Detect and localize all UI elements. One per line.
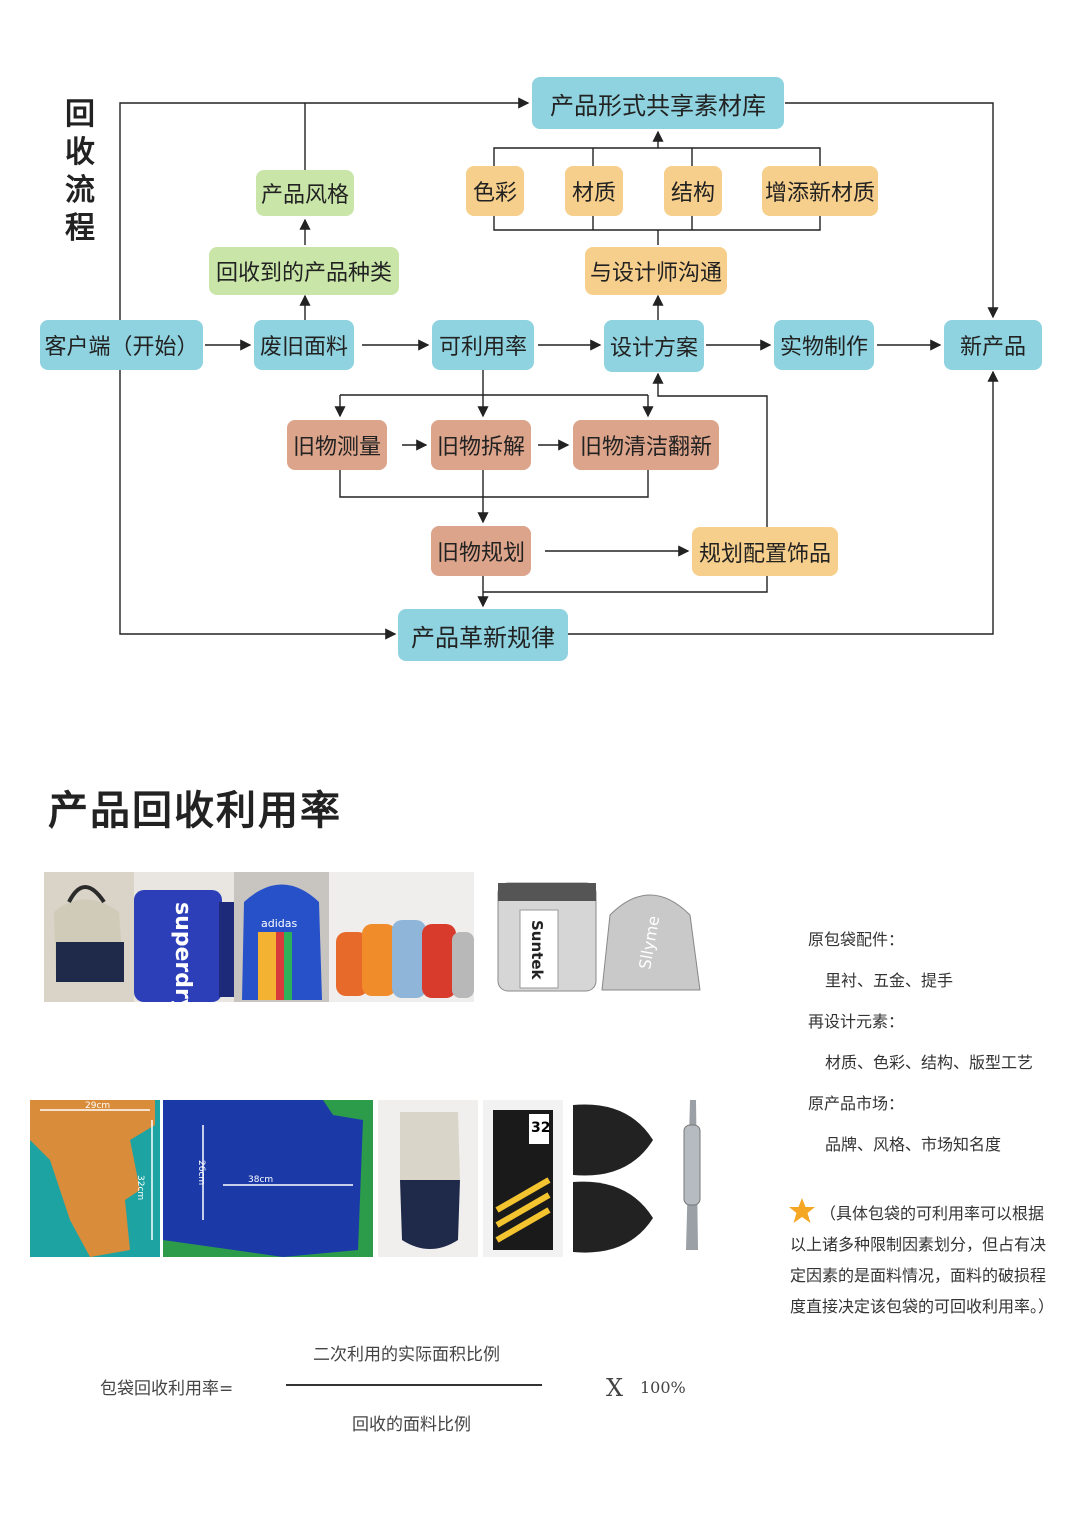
node-accessories: 规划配置饰品 [692, 527, 838, 576]
lining-illustration [400, 1112, 460, 1249]
node-style: 产品风格 [256, 170, 354, 216]
node-add-material: 增添新材质 [762, 166, 878, 216]
formula-percent: 100% [640, 1378, 686, 1397]
node-library: 产品形式共享素材库 [532, 77, 784, 129]
info-label-market: 原产品市场： [808, 1094, 905, 1113]
lining-photo [378, 1100, 478, 1257]
suntek-logo: Suntek [528, 920, 546, 981]
node-material: 材质 [565, 166, 623, 216]
flow-connectors [119, 97, 999, 640]
node-measure: 旧物测量 [287, 420, 387, 470]
info-value-redesign: 材质、色彩、结构、版型工艺 [825, 1053, 1034, 1072]
adidas-logo: adidas [261, 917, 298, 930]
used-bags-photo: superdry. adidas [44, 872, 474, 1002]
multiply-sign: X [606, 1374, 624, 1402]
vertical-title: 回 收 流 程 [62, 96, 98, 248]
note-text: （具体包袋的可利用率可以根据以上诸多种限制因素划分，但占有决定因素的是面料情况，… [790, 1204, 1055, 1316]
node-color: 色彩 [466, 166, 524, 216]
fabric-measure-photo-1: 29cm 32cm [30, 1100, 160, 1257]
title-char: 回 [65, 97, 95, 132]
node-renew-rule: 产品革新规律 [398, 609, 568, 661]
fabric-blue-illustration: 26cm 38cm [163, 1100, 363, 1257]
section-title: 产品回收利用率 [48, 788, 342, 834]
title-char: 收 [65, 135, 95, 170]
info-value-market: 品牌、风格、市场知名度 [825, 1135, 1002, 1154]
node-disassemble: 旧物拆解 [431, 420, 531, 470]
patch-number: 32 [531, 1120, 550, 1136]
formula-label: 包袋回收利用率= [100, 1379, 234, 1399]
fabric-orange-illustration: 29cm 32cm [30, 1100, 155, 1257]
strap-photo [672, 1095, 712, 1257]
info-value-accessories: 里衬、五金、提手 [825, 971, 954, 990]
star-icon [789, 1198, 815, 1223]
node-utilization: 可利用率 [432, 320, 534, 370]
dim-26: 26cm [196, 1160, 206, 1185]
info-label-accessories: 原包袋配件： [808, 930, 905, 949]
info-label-redesign: 再设计元素： [808, 1012, 905, 1031]
formula-numerator: 二次利用的实际面积比例 [313, 1345, 500, 1365]
node-plan: 旧物规划 [431, 526, 531, 576]
node-waste-fabric: 废旧面料 [254, 320, 354, 370]
node-making: 实物制作 [774, 320, 874, 370]
node-design-plan: 设计方案 [604, 320, 704, 372]
silver-bags-illustration: Suntek Sllyme [497, 882, 701, 992]
patch-illustration: 32 [493, 1110, 553, 1250]
node-communicate: 与设计师沟通 [585, 247, 727, 295]
node-product-types: 回收到的产品种类 [209, 247, 399, 295]
fabric-measure-photo-2: 26cm 38cm [163, 1100, 373, 1257]
formula-denominator: 回收的面料比例 [352, 1415, 471, 1435]
node-structure: 结构 [664, 166, 722, 216]
title-char: 流 [65, 173, 95, 208]
fraction-bar [286, 1384, 542, 1386]
dim-32: 32cm [135, 1175, 145, 1200]
silver-bags-photo: Suntek Sllyme [490, 875, 720, 997]
superdry-logo: superdry. [170, 902, 195, 1002]
dim-38: 38cm [248, 1175, 273, 1185]
strap-illustration [683, 1100, 701, 1250]
used-bags-illustration: superdry. adidas [44, 872, 474, 1002]
black-pieces-illustration [573, 1104, 653, 1253]
node-clean: 旧物清洁翻新 [573, 420, 719, 470]
utilization-note: （具体包袋的可利用率可以根据以上诸多种限制因素划分，但占有决定因素的是面料情况，… [790, 1198, 1055, 1322]
node-client: 客户端（开始） [40, 320, 203, 370]
black-pieces-photo [568, 1100, 658, 1257]
node-new-product: 新产品 [944, 320, 1042, 370]
dim-29: 29cm [85, 1101, 110, 1111]
title-char: 程 [65, 211, 95, 246]
patch-photo: 32 [483, 1100, 563, 1257]
